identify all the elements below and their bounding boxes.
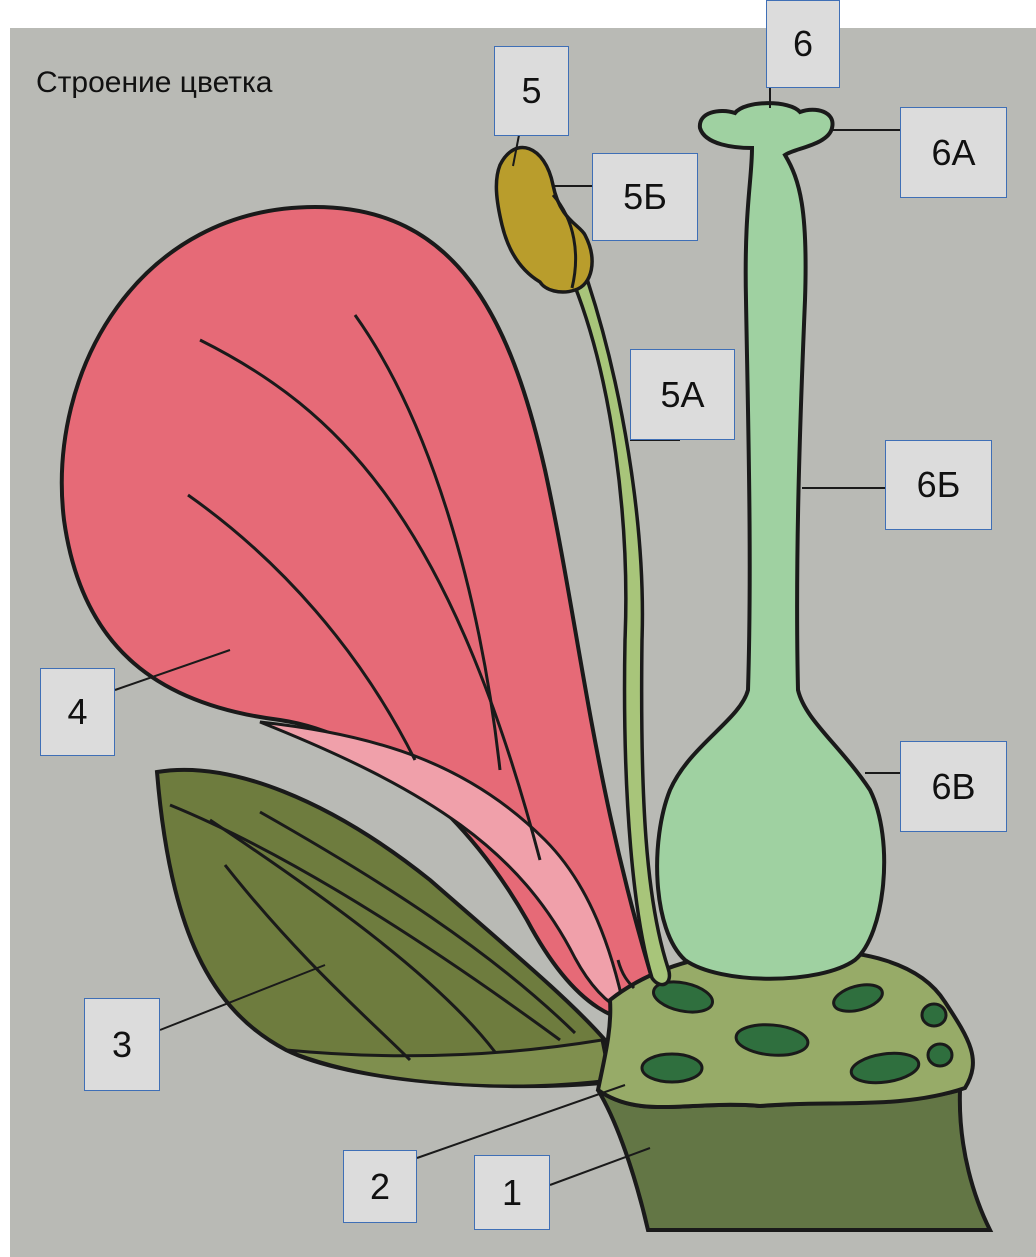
label-box-6a: 6А xyxy=(900,107,1007,198)
label-box-5b: 5Б xyxy=(592,153,698,241)
receptacle-mark xyxy=(922,1004,946,1026)
label-box-3: 3 xyxy=(84,998,160,1091)
label-box-6v: 6В xyxy=(900,741,1007,832)
receptacle-mark xyxy=(928,1044,952,1066)
receptacle-mark xyxy=(642,1054,702,1082)
diagram-title: Строение цветка xyxy=(36,66,272,100)
label-box-2: 2 xyxy=(343,1150,417,1223)
label-box-6: 6 xyxy=(766,0,840,88)
label-box-4: 4 xyxy=(40,668,115,756)
label-box-5a: 5А xyxy=(630,349,735,440)
label-box-5: 5 xyxy=(494,46,569,136)
label-box-1: 1 xyxy=(474,1155,550,1230)
label-box-6b: 6Б xyxy=(885,440,992,530)
pedicel xyxy=(598,1090,990,1230)
